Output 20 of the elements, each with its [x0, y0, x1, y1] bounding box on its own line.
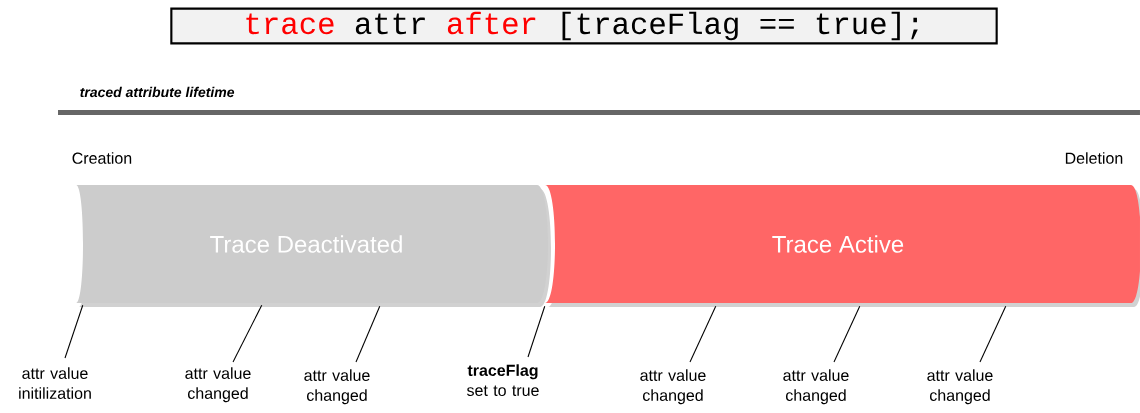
event-label: attr value changed [304, 369, 370, 405]
leader-line [527, 305, 546, 358]
event-label: attr value initilization [19, 367, 91, 399]
timeline-label: Deletion [1065, 152, 1123, 164]
event-label: traceFlag set to true [467, 364, 539, 396]
leader-line [355, 305, 381, 363]
event-label: attr value changed [927, 369, 993, 405]
event-label: attr value changed [783, 369, 849, 405]
event-label: attr value changed [640, 369, 706, 405]
leader-line [979, 305, 1007, 363]
band: Trace Active [545, 185, 1140, 307]
leader-line [833, 305, 861, 363]
node-label: Trace Active [772, 235, 904, 253]
timeline-label: Creation [72, 152, 132, 164]
event-label: attr value changed [185, 367, 251, 403]
heading: traced attribute lifetime [80, 86, 235, 98]
leader-line [232, 304, 263, 363]
leader-line [689, 305, 717, 363]
code-box: trace attr after [traceFlag == true]; [170, 7, 998, 45]
leader-line [64, 304, 84, 359]
